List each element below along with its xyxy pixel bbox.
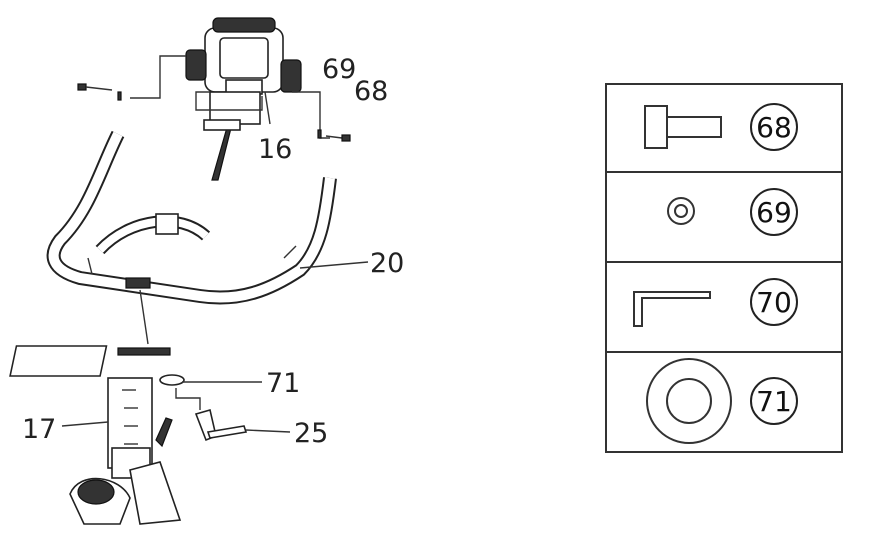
left-bolt-part (77, 83, 122, 101)
handlebar-part (46, 130, 337, 345)
part-number-70: 70 (756, 286, 792, 319)
table-row: 70 (633, 278, 798, 327)
callout-25: 25 (294, 418, 328, 449)
spacer-ring-icon (646, 358, 732, 444)
allen-wrench-icon (633, 291, 711, 327)
part-number-69: 69 (756, 196, 792, 229)
spacer-and-knob-parts (159, 374, 248, 442)
callout-68: 68 (354, 76, 388, 107)
part-number-68: 68 (756, 111, 792, 144)
table-row: 71 (646, 358, 798, 444)
callout-20: 20 (370, 248, 404, 279)
washer-icon (667, 197, 695, 225)
table-row: 68 (644, 103, 798, 151)
part-number-71: 71 (756, 385, 792, 418)
holder-leader-lines (130, 55, 330, 139)
right-bolt-part (317, 129, 351, 142)
callout-16: 16 (258, 134, 292, 165)
phone-holder-part (185, 17, 302, 181)
callout-69: 69 (322, 54, 356, 85)
callout-71: 71 (266, 368, 300, 399)
table-row: 69 (667, 188, 798, 236)
handlebar-assembly: 16 17 20 25 68 69 71 (9, 17, 404, 525)
bolt-icon (644, 105, 722, 149)
callout-17: 17 (22, 414, 56, 445)
callout-leader-lines (61, 91, 369, 433)
handlebar-post-part (9, 345, 182, 525)
hardware-table: 68 69 70 71 (605, 83, 843, 453)
